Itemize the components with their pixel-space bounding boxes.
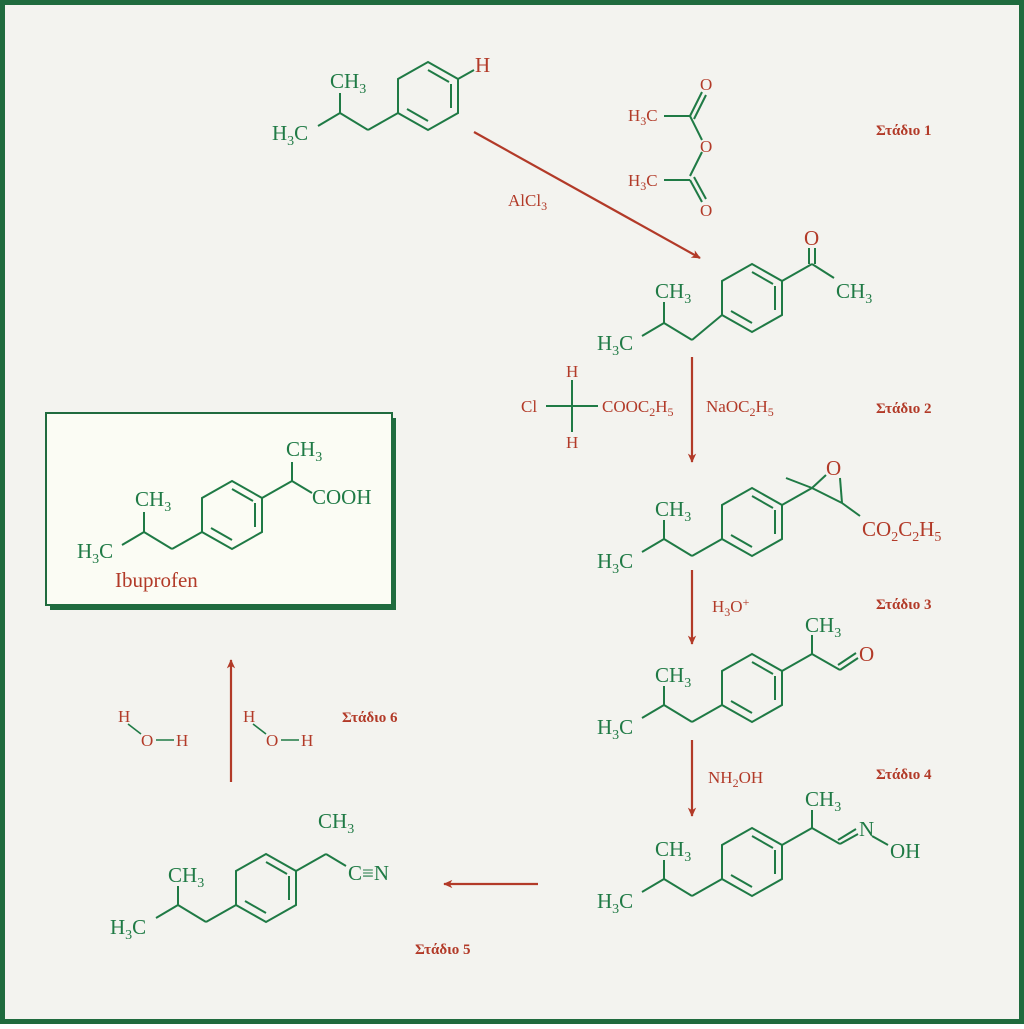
ibuprofen-ch3-label: CH3 — [286, 437, 322, 465]
water-o-label: O — [141, 731, 153, 750]
anhydride-h3c-bottom: H3C — [628, 171, 658, 193]
nitrile-ch3-label: CH3 — [318, 809, 354, 837]
reagent-naoet: NaOC2H5 — [706, 397, 774, 419]
ibuprofen-structure — [121, 462, 313, 551]
h3c-label: H3C — [597, 549, 633, 577]
branch-ch3-label: CH3 — [805, 787, 841, 815]
ch3-label: CH3 — [655, 837, 691, 865]
reagent-alcl3: AlCl3 — [508, 191, 547, 213]
h3c-label: H3C — [110, 915, 146, 943]
ibuprofen-box: CH3 COOH CH3 H3C Ibuprofen — [45, 412, 396, 610]
molecule-nitrile — [155, 852, 347, 924]
anhydride-o-bottom: O — [700, 201, 712, 220]
water-o-label: O — [266, 731, 278, 750]
reagent-h3o: H3O+ — [712, 595, 750, 619]
h3c-label: H3C — [597, 331, 633, 359]
molecule-acetophenone — [641, 248, 835, 341]
anhydride-h3c-top: H3C — [628, 106, 658, 128]
ibuprofen-name: Ibuprofen — [115, 568, 198, 592]
ester-label: COOC2H5 — [602, 397, 674, 419]
ch3-label: CH3 — [655, 497, 691, 525]
oxime-n-label: N — [859, 817, 874, 841]
h3c-label: H3C — [597, 889, 633, 917]
ch3-label: CH3 — [168, 863, 204, 891]
nitrile-group-label: C≡N — [348, 861, 389, 885]
molecule-aldehyde — [641, 635, 859, 724]
ch3-label: CH3 — [135, 487, 171, 515]
water-molecule-left: H O H — [118, 707, 188, 750]
atom-h-label: H — [475, 53, 490, 77]
h3c-label: H3C — [272, 121, 308, 149]
stage-label-2: Στάδιο 2 — [876, 401, 932, 417]
water-h-label: H — [176, 731, 188, 750]
ch3-label: CH3 — [655, 663, 691, 691]
anhydride-o-bridge: O — [700, 137, 712, 156]
h3c-label: H3C — [77, 539, 113, 567]
molecule-isobutylbenzene — [317, 60, 475, 132]
epoxide-o-label: O — [826, 456, 841, 480]
h-bottom-label: H — [566, 433, 578, 452]
stage-label-1: Στάδιο 1 — [876, 123, 932, 139]
stage-label-5: Στάδιο 5 — [415, 942, 471, 958]
stage-label-4: Στάδιο 4 — [876, 767, 932, 783]
water-h-label: H — [301, 731, 313, 750]
oxime-oh-label: OH — [890, 839, 920, 863]
carboxylic-acid-label: COOH — [312, 485, 372, 509]
acetyl-ch3-label: CH3 — [836, 279, 872, 307]
water-molecule-right: H O H — [243, 707, 313, 750]
aldehyde-o-label: O — [859, 642, 874, 666]
arrow-step-1 — [473, 131, 701, 259]
anhydride-o-top: O — [700, 75, 712, 94]
ethyl-chloroacetate: Cl H H COOC2H5 — [521, 362, 674, 452]
ch3-label: CH3 — [655, 279, 691, 307]
ketone-o-label: O — [804, 226, 819, 250]
stage-label-3: Στάδιο 3 — [876, 597, 932, 613]
h3c-label: H3C — [597, 715, 633, 743]
branch-ch3-label: CH3 — [805, 613, 841, 641]
reagent-nh2oh: NH2OH — [708, 768, 763, 790]
acetic-anhydride: O O O H3C H3C — [628, 75, 712, 220]
ch3-label: CH3 — [330, 69, 366, 97]
h-top-label: H — [566, 362, 578, 381]
cl-label: Cl — [521, 397, 537, 416]
stage-label-6: Στάδιο 6 — [342, 710, 398, 726]
molecule-oxime — [641, 810, 889, 898]
molecule-glycidic-ester — [641, 474, 861, 558]
ester-group-label: CO2C2H5 — [862, 517, 941, 545]
water-h-label: H — [243, 707, 255, 726]
water-h-label: H — [118, 707, 130, 726]
